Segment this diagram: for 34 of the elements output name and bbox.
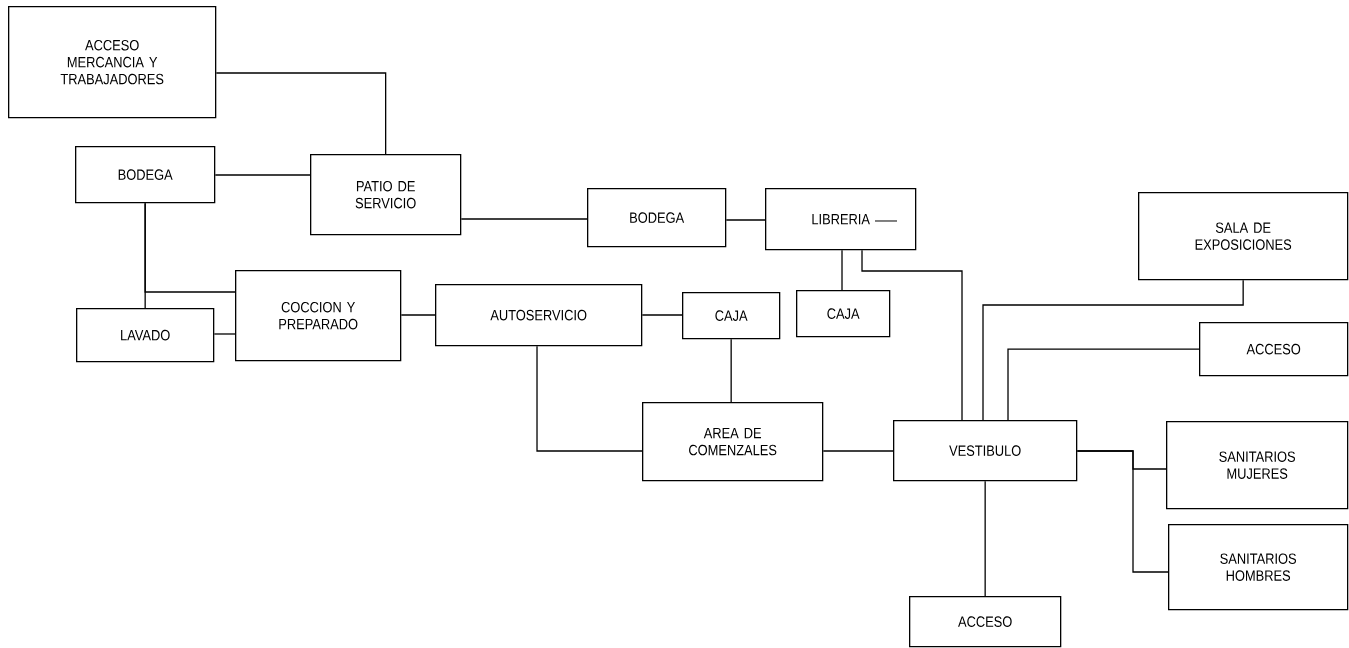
connector-line [536, 345, 643, 452]
connector-line [460, 218, 588, 220]
room-box: AUTOSERVICIO [435, 284, 643, 347]
connector-line [1076, 450, 1169, 573]
room-box: CAJA [682, 292, 781, 340]
room-box: PATIO DE SERVICIO [310, 154, 462, 236]
connector-line [641, 314, 683, 316]
room-box: LIBRERIA [765, 188, 917, 251]
room-box: AREA DE COMENZALES [642, 402, 824, 482]
connector-line [730, 338, 732, 403]
connector-line [213, 333, 236, 335]
connector-line [214, 174, 311, 176]
room-box: ACCESO [909, 596, 1062, 648]
connector-line [841, 249, 843, 291]
room-box: VESTIBULO [893, 420, 1078, 482]
room-box: BODEGA [587, 188, 727, 248]
connector-line [984, 480, 986, 597]
connector-line [400, 314, 436, 316]
room-box: SANITARIOS MUJERES [1166, 421, 1349, 510]
room-box: SALA DE EXPOSICIONES [1138, 192, 1349, 281]
connector-line [725, 219, 766, 221]
room-box: BODEGA [75, 146, 216, 204]
room-box: SANITARIOS HOMBRES [1168, 524, 1349, 611]
room-box: LAVADO [76, 308, 215, 363]
room-box: CAJA [796, 290, 891, 338]
connector-line [1007, 348, 1200, 421]
connector-line [822, 450, 894, 452]
connector-line [982, 279, 1244, 421]
connector-line [861, 249, 963, 421]
room-box: ACCESO [1199, 322, 1349, 377]
room-box: ACCESO MERCANCIA Y TRABAJADORES [8, 6, 217, 119]
connector-line [144, 202, 236, 293]
room-box: COCCION Y PREPARADO [235, 270, 402, 362]
connector-line [215, 72, 387, 155]
